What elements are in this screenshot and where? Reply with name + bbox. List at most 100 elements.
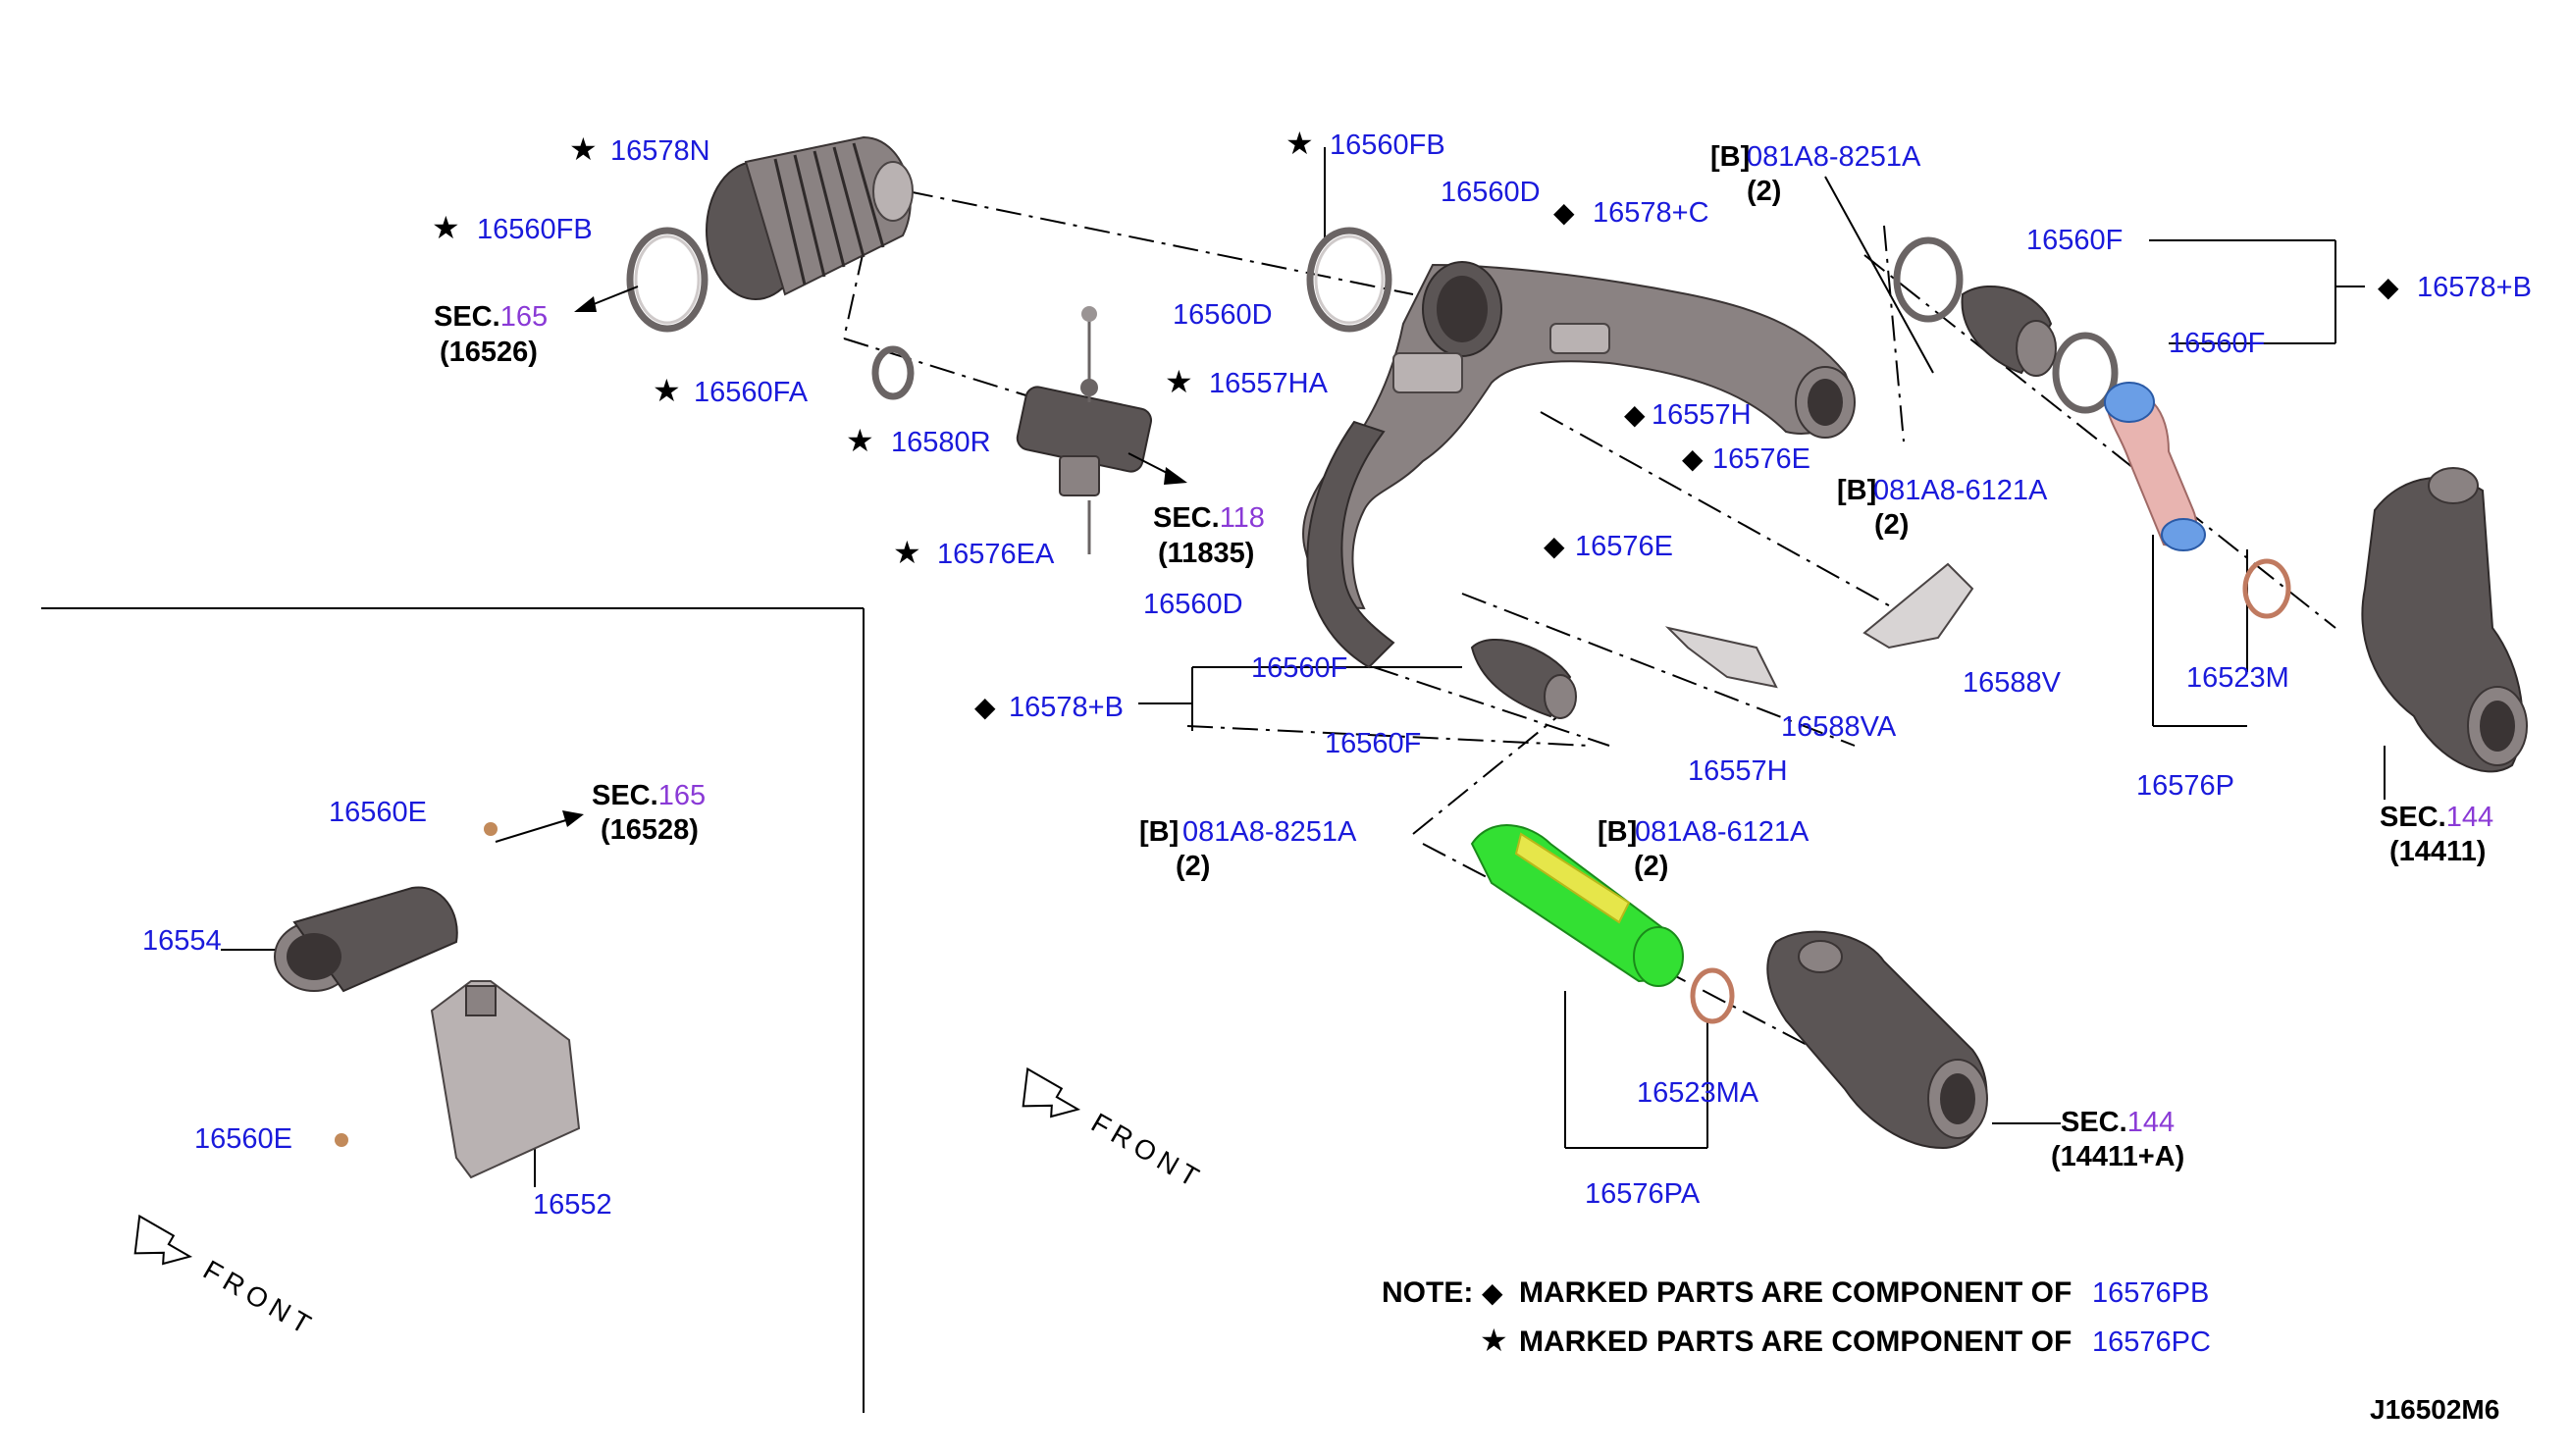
sec118-sub: (11835) xyxy=(1158,538,1254,569)
star-icon: ★ xyxy=(432,209,460,246)
inset-label-16554[interactable]: 16554 xyxy=(142,925,222,957)
bracket-16588V xyxy=(1862,562,1974,650)
label-16576PA[interactable]: 16576PA xyxy=(1585,1178,1701,1210)
note-diamond-part[interactable]: 16576PB xyxy=(2092,1277,2209,1309)
hose-16578B-right xyxy=(1961,286,2057,377)
b-marker-top: [B] xyxy=(1710,141,1750,173)
star-icon: ★ xyxy=(846,422,874,459)
front-label-inset: FRONT xyxy=(198,1254,321,1342)
markers: ★ ★ ★ ★ ★ ★ ★ ◆ ◆ ◆ ◆ ◆ ◆ ◆ ★ xyxy=(432,125,2399,1359)
corrugated-hose xyxy=(706,135,914,300)
label-081A8-6121A-low[interactable]: 081A8-6121A xyxy=(1635,816,1809,848)
inset-label-16560E-top[interactable]: 16560E xyxy=(329,797,427,828)
label-16576E-mid[interactable]: 16576E xyxy=(1575,531,1673,562)
front-label-main: FRONT xyxy=(1086,1107,1209,1195)
inset-label-16552[interactable]: 16552 xyxy=(533,1189,612,1221)
label-16576EA[interactable]: 16576EA xyxy=(937,539,1055,570)
diamond-icon: ◆ xyxy=(1682,442,1704,475)
pink-pipe-16576P xyxy=(2104,382,2206,551)
main-air-duct xyxy=(1302,261,1856,669)
sec144-low-sub: (14411+A) xyxy=(2051,1141,2184,1172)
b-marker-low-left: [B] xyxy=(1139,816,1179,848)
turbocharger-14411 xyxy=(2361,467,2528,773)
label-16578B-right[interactable]: 16578+B xyxy=(2417,272,2532,303)
label-16560F-right[interactable]: 16560F xyxy=(2169,328,2265,359)
note-diamond-text: MARKED PARTS ARE COMPONENT OF xyxy=(1519,1276,2072,1309)
diagram-code: J16502M6 xyxy=(2370,1394,2499,1425)
sec144-low[interactable]: SEC.144 xyxy=(2061,1107,2175,1138)
label-16560FB-left[interactable]: 16560FB xyxy=(477,214,593,245)
sensor-16580R xyxy=(1016,306,1153,554)
label-16560D-mid[interactable]: 16560D xyxy=(1441,177,1541,208)
label-16560F-left[interactable]: 16560F xyxy=(1251,652,1347,684)
inset-sec165[interactable]: SEC.165 xyxy=(592,780,706,811)
inset-part-16552 xyxy=(430,980,581,1179)
label-16557H-partial[interactable]: 16557H xyxy=(1688,755,1788,787)
qty-top: (2) xyxy=(1747,176,1781,207)
clamp-16560F-right xyxy=(2052,332,2119,414)
sec165-top-sub: (16526) xyxy=(440,337,538,368)
sec144-right-sub: (14411) xyxy=(2389,836,2486,867)
label-16576E-top[interactable]: 16576E xyxy=(1712,443,1810,475)
star-icon: ★ xyxy=(1285,125,1314,162)
star-icon: ★ xyxy=(893,534,921,571)
label-16523M[interactable]: 16523M xyxy=(2186,662,2289,694)
bracket-16588VA xyxy=(1664,626,1778,689)
label-081A8-6121A-top[interactable]: 081A8-6121A xyxy=(1873,475,2048,506)
label-16560FA[interactable]: 16560FA xyxy=(694,377,809,408)
label-16560D-top[interactable]: 16560D xyxy=(1173,299,1273,331)
note-star-part[interactable]: 16576PC xyxy=(2092,1326,2211,1358)
b-marker-mid: [B] xyxy=(1837,475,1876,506)
diamond-icon: ◆ xyxy=(974,691,996,723)
label-16560D-left[interactable]: 16560D xyxy=(1143,589,1243,620)
diamond-icon: ◆ xyxy=(1544,530,1565,562)
arrow-sec118 xyxy=(1128,452,1187,485)
label-16588VA-partial[interactable]: 16588VA xyxy=(1781,711,1897,743)
clamp-16560F-top xyxy=(1893,236,1964,323)
qty-low-left: (2) xyxy=(1176,851,1210,882)
arrow-sec165-top xyxy=(574,286,639,312)
diamond-icon: ◆ xyxy=(1553,196,1575,229)
diamond-icon: ◆ xyxy=(1624,398,1646,431)
b-marker-low-mid: [B] xyxy=(1598,816,1637,848)
sec144-right[interactable]: SEC.144 xyxy=(2380,802,2493,833)
gasket-16523MA xyxy=(1690,967,1735,1024)
sec165-top[interactable]: SEC.165 xyxy=(434,301,548,333)
sec118[interactable]: SEC.118 xyxy=(1153,502,1265,534)
label-16560F-top[interactable]: 16560F xyxy=(2026,225,2123,256)
star-icon: ★ xyxy=(653,372,681,409)
label-16578N[interactable]: 16578N xyxy=(610,135,710,167)
label-16578B-left[interactable]: 16578+B xyxy=(1009,692,1124,723)
hose-16578B-left xyxy=(1470,639,1577,719)
inset-frame xyxy=(41,607,865,1413)
inset-fastener-top xyxy=(484,822,498,836)
label-16580R[interactable]: 16580R xyxy=(891,427,991,458)
front-arrow-inset: FRONT xyxy=(133,1214,321,1342)
label-081A8-8251A-low[interactable]: 081A8-8251A xyxy=(1182,816,1357,848)
front-arrow-main: FRONT xyxy=(1022,1066,1209,1195)
labels: 16578N 16560FB SEC.165 (16526) 16560FA 1… xyxy=(142,130,2532,1425)
label-16578C[interactable]: 16578+C xyxy=(1593,197,1709,229)
label-081A8-8251A-top[interactable]: 081A8-8251A xyxy=(1747,141,1921,173)
label-16576P[interactable]: 16576P xyxy=(2136,770,2234,802)
green-pipe-16576PA xyxy=(1470,824,1684,987)
turbocharger-14411A xyxy=(1766,930,1988,1150)
diamond-icon: ◆ xyxy=(2378,271,2399,303)
label-16588V[interactable]: 16588V xyxy=(1963,667,2062,699)
star-icon: ★ xyxy=(569,130,598,168)
clamp-16560FA xyxy=(871,345,915,400)
clamp-16560FB-top xyxy=(1306,227,1392,333)
inset-part-16554 xyxy=(274,886,458,993)
star-icon: ★ xyxy=(1165,363,1193,400)
arrow-inset-sec165 xyxy=(495,810,584,843)
label-16557H[interactable]: 16557H xyxy=(1652,399,1752,431)
inset-label-16560E-low[interactable]: 16560E xyxy=(194,1123,292,1155)
inset-fastener-low xyxy=(335,1133,348,1147)
label-16557HA[interactable]: 16557HA xyxy=(1209,368,1329,399)
note-star-text: MARKED PARTS ARE COMPONENT OF xyxy=(1519,1326,2072,1358)
label-16560F-partial[interactable]: 16560F xyxy=(1325,728,1421,759)
label-16523MA[interactable]: 16523MA xyxy=(1637,1077,1759,1109)
note-prefix: NOTE: xyxy=(1382,1276,1473,1309)
label-16560FB-top[interactable]: 16560FB xyxy=(1330,130,1445,161)
